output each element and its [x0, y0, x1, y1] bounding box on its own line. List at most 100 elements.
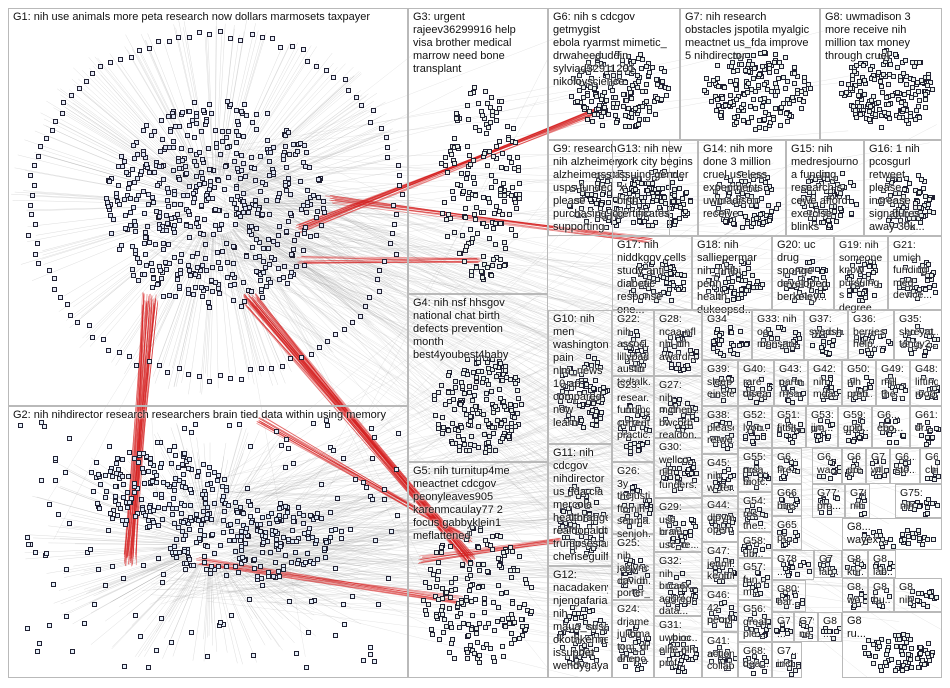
node-g1[interactable]: [241, 160, 247, 166]
node-g1[interactable]: [286, 152, 292, 158]
group-cell-g57: G57: fun... m...: [738, 558, 772, 600]
node-g1[interactable]: [163, 145, 169, 151]
group-label-g79: G79: ne...: [799, 615, 814, 640]
group-label-g19: G19: nih someone know pursuing s degree.…: [839, 239, 883, 314]
node-g1[interactable]: [209, 264, 215, 270]
node-g1[interactable]: [254, 226, 260, 232]
node-g1[interactable]: [200, 107, 206, 113]
group-cell-g50: G50: nih preti...: [842, 360, 876, 406]
node-g1[interactable]: [159, 275, 164, 281]
node-g1[interactable]: [200, 175, 206, 181]
node-g1[interactable]: [121, 197, 127, 203]
group-cell-g17: G17: nih niddkgov cells study anti diabe…: [612, 236, 692, 316]
node-g1[interactable]: [318, 222, 324, 228]
node-g1[interactable]: [186, 263, 192, 269]
node-g1[interactable]: [301, 143, 307, 149]
group-label-g36: G36: berries help...: [853, 313, 886, 350]
node-g1[interactable]: [176, 218, 182, 224]
group-cell-g16: G16: 1 nih pcosgurl retweet please incre…: [864, 140, 942, 236]
node-g1[interactable]: [142, 271, 148, 277]
node-g1[interactable]: [212, 223, 218, 229]
group-label-g57: G57: fun... m...: [743, 561, 767, 598]
group-label-g59: G59: gpid...: [843, 409, 868, 434]
group-cell-g53: G53: jim...: [806, 406, 838, 448]
node-g1[interactable]: [206, 145, 212, 151]
node-g1[interactable]: [231, 261, 237, 267]
group-label-g46: G46: 42 peopl...: [707, 589, 734, 626]
node-g1[interactable]: [199, 169, 205, 175]
group-label-g83: G8... wayex...: [847, 521, 888, 546]
group-cell-g83: G8... wayex...: [842, 518, 942, 550]
group-cell-g29: G29: usc brain usc_re...: [654, 498, 702, 552]
node-g1[interactable]: [151, 199, 157, 205]
node-g1[interactable]: [301, 247, 307, 253]
group-cell-g11: G11: nih cdcgov nihdirector us_fda cia m…: [548, 444, 612, 566]
node-g1[interactable]: [267, 159, 273, 165]
node-g1[interactable]: [260, 294, 266, 300]
group-cell-g84: G8... lab...: [868, 550, 896, 578]
node-g1[interactable]: [308, 233, 314, 239]
node-g1[interactable]: [149, 133, 155, 139]
group-label-g71: G7... wil...: [871, 451, 886, 476]
group-cell-g6: G6: nih s cdcgov getmygist ebola ryarmst…: [548, 8, 680, 140]
group-label-g27: G27: nih mclneu... bwcorb realdon...: [659, 379, 698, 441]
node-g1[interactable]: [254, 126, 260, 132]
node-g1[interactable]: [174, 276, 180, 282]
node-g1[interactable]: [218, 265, 224, 271]
node-g1[interactable]: [288, 192, 294, 198]
group-cell-g8: G8: uwmadison 3 more receive nih million…: [820, 8, 942, 140]
node-g1[interactable]: [133, 196, 139, 202]
node-g1[interactable]: [131, 180, 137, 186]
node-g1[interactable]: [230, 298, 236, 304]
group-cell-g77: G77: pro...: [812, 484, 845, 518]
node-g1[interactable]: [205, 299, 211, 305]
node-g1[interactable]: [127, 210, 133, 216]
group-cell-g27: G27: nih mclneu... bwcorb realdon...: [654, 376, 702, 441]
node-g1[interactable]: [245, 210, 251, 216]
node-g1[interactable]: [303, 210, 309, 216]
node-g1[interactable]: [198, 268, 204, 274]
node-g1[interactable]: [161, 177, 167, 183]
group-cell-g89: G8 ru...: [842, 612, 942, 678]
node-g1[interactable]: [146, 169, 152, 175]
node-g1[interactable]: [276, 223, 282, 229]
group-cell-g24: G24: drjame... julioma... tom_dr... dnep…: [612, 600, 654, 678]
group-cell-g51: G51: fitbit...: [772, 406, 806, 448]
group-label-g54: G54: res... the...: [743, 495, 767, 532]
node-g1[interactable]: [201, 216, 207, 222]
node-g1[interactable]: [201, 180, 207, 186]
node-g1[interactable]: [234, 139, 240, 145]
node-g1[interactable]: [261, 245, 267, 251]
group-label-g86: G8... wo...: [847, 581, 864, 606]
node-g1[interactable]: [209, 288, 215, 294]
node-g1[interactable]: [258, 277, 264, 283]
group-cell-g52: G52: lyon...: [738, 406, 772, 448]
node-g1[interactable]: [263, 283, 269, 289]
node-g1[interactable]: [191, 292, 197, 298]
node-g1[interactable]: [186, 122, 192, 128]
group-label-g77: G77: pro...: [817, 487, 841, 512]
node-g1[interactable]: [206, 304, 212, 310]
node-g1[interactable]: [153, 242, 159, 248]
node-g1[interactable]: [189, 117, 195, 123]
node-g1[interactable]: [145, 224, 151, 230]
group-label-g62: G6... fire...: [777, 451, 798, 476]
node-g1[interactable]: [202, 256, 208, 262]
group-label-g43: G43: partn... rnsa...: [779, 363, 804, 400]
node-g1[interactable]: [129, 166, 135, 172]
node-g1[interactable]: [193, 174, 199, 180]
node-g1[interactable]: [170, 139, 176, 145]
node-g1[interactable]: [225, 174, 231, 180]
node-g1[interactable]: [166, 242, 172, 248]
node-g1[interactable]: [249, 120, 255, 126]
group-cell-g54: G54: res... the...: [738, 492, 772, 532]
node-g1[interactable]: [256, 240, 262, 246]
node-g1[interactable]: [315, 209, 321, 215]
node-g1[interactable]: [241, 299, 247, 305]
node-g1[interactable]: [141, 128, 147, 134]
node-g1[interactable]: [307, 165, 313, 171]
node-g1[interactable]: [166, 204, 172, 210]
node-g1[interactable]: [217, 290, 223, 296]
node-g1[interactable]: [219, 138, 225, 144]
